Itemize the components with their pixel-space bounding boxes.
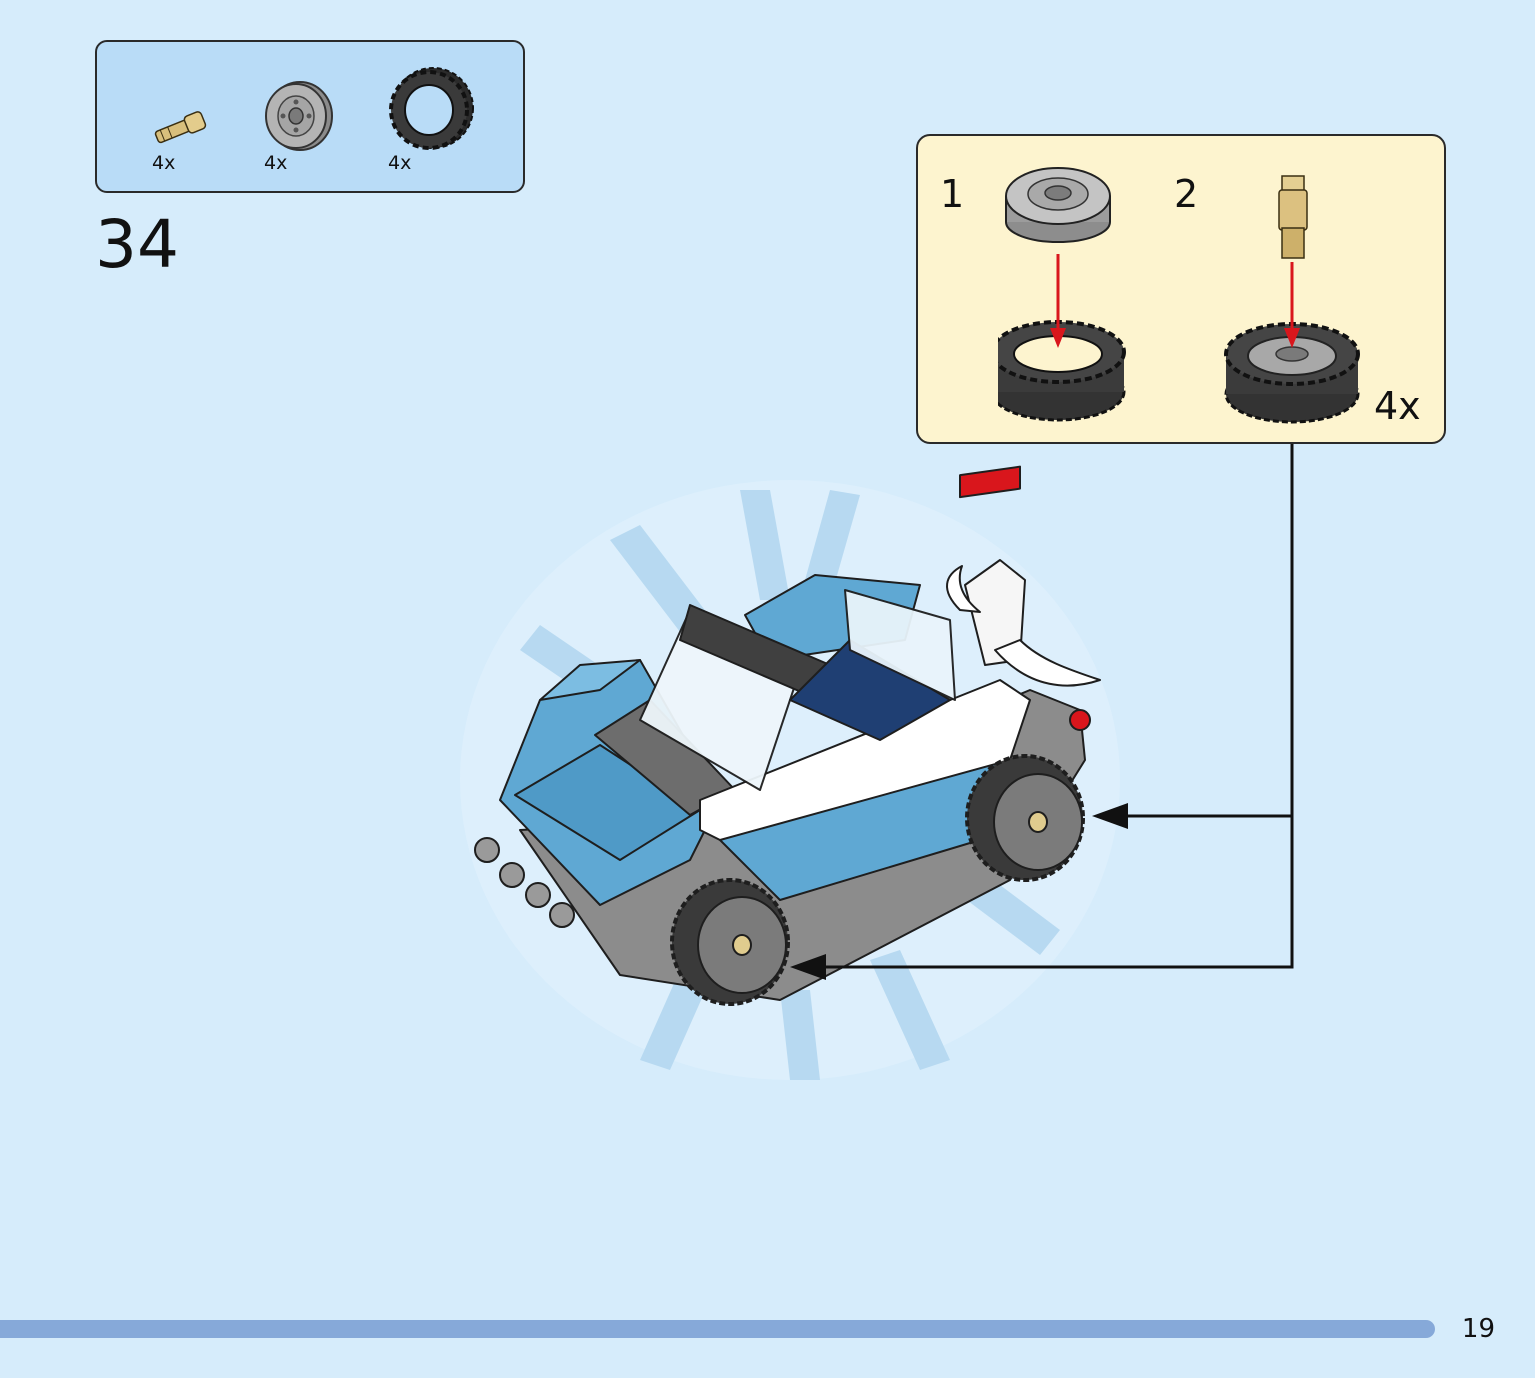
callout-lines (805, 444, 1294, 969)
sub-step-2-illustration (1224, 175, 1360, 424)
page-number: 19 (1461, 1314, 1495, 1344)
axle-pin-qty: 4x (152, 152, 176, 174)
wheel-rim-icon (265, 81, 333, 151)
axle-pin-icon (154, 111, 207, 144)
sub-step-1-number: 1 (940, 172, 965, 216)
sub-assembly-box: 1 2 4x (916, 134, 1446, 444)
arrow-rear-wheel (1092, 803, 1128, 829)
sub-assembly-multiplier: 4x (1374, 384, 1421, 428)
arrow-front-wheel (790, 954, 826, 980)
wheel-rim-qty: 4x (264, 152, 288, 174)
car-model (474, 465, 1101, 1006)
parts-list-box: 4x 4x 4x (95, 40, 525, 193)
page-progress-bar (0, 1320, 1435, 1338)
sub-step-1-illustration (998, 167, 1126, 422)
sub-step-2-number: 2 (1174, 172, 1199, 216)
tire-icon (389, 67, 474, 150)
tire-qty: 4x (388, 152, 412, 174)
step-number: 34 (95, 206, 179, 283)
